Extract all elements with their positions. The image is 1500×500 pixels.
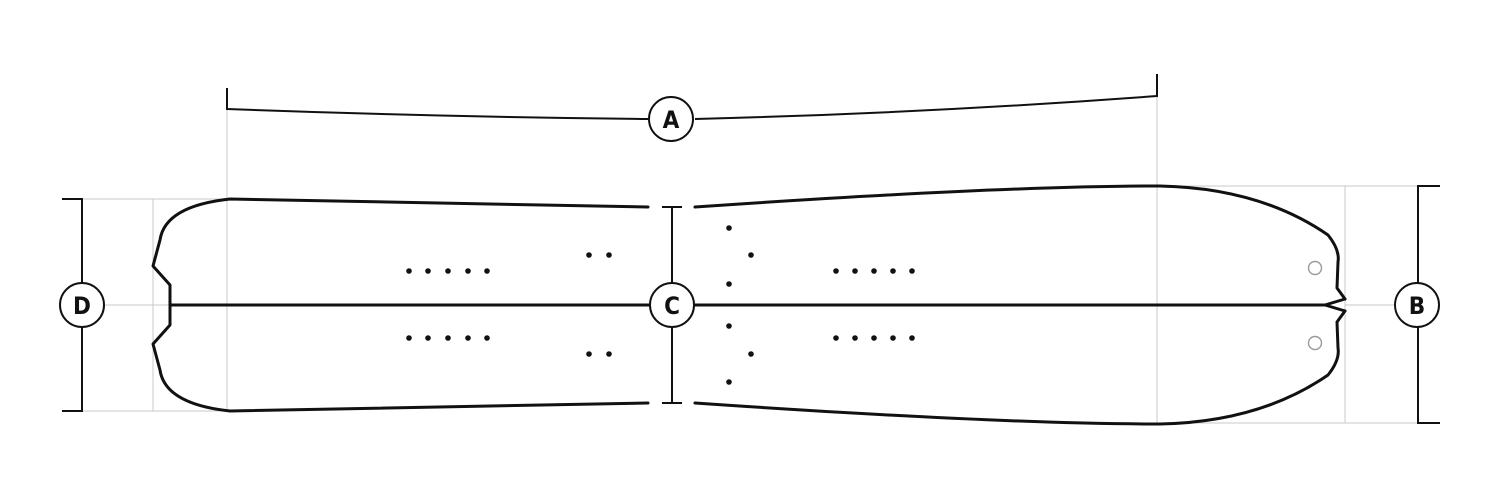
label-a-text: A: [663, 106, 680, 134]
dimension-a-bracket: [226, 74, 1158, 120]
board-top-half-outline: [151, 184, 1347, 307]
insert-hole: [909, 335, 915, 341]
insert-hole: [586, 252, 592, 258]
insert-hole: [833, 335, 839, 341]
insert-hole: [748, 351, 754, 357]
insert-hole: [406, 268, 412, 274]
board-tail-notch: [1323, 297, 1347, 313]
insert-hole: [586, 351, 592, 357]
insert-hole: [726, 225, 732, 231]
insert-hole: [484, 268, 490, 274]
rear-insert-holes: [833, 268, 915, 341]
label-b-text: B: [1409, 292, 1425, 320]
skin-clip-hole: [1307, 260, 1323, 276]
insert-hole: [425, 268, 431, 274]
label-d-badge: D: [59, 282, 105, 328]
insert-hole: [852, 335, 858, 341]
guide-lines: [62, 90, 1440, 424]
insert-hole: [484, 335, 490, 341]
insert-hole: [890, 268, 896, 274]
label-c-badge: C: [649, 282, 695, 328]
insert-hole: [406, 335, 412, 341]
insert-hole: [833, 268, 839, 274]
board-bottom-half-outline: [151, 303, 1347, 426]
skin-clip-holes: [1307, 260, 1323, 351]
insert-hole: [726, 281, 732, 287]
insert-hole: [748, 252, 754, 258]
label-a-badge: A: [648, 96, 694, 142]
insert-hole: [909, 268, 915, 274]
insert-hole: [606, 252, 612, 258]
insert-hole: [890, 335, 896, 341]
insert-hole: [465, 335, 471, 341]
insert-hole: [425, 335, 431, 341]
insert-hole: [465, 268, 471, 274]
skin-clip-hole: [1307, 335, 1323, 351]
insert-hole: [606, 351, 612, 357]
touring-bracket-holes: [726, 225, 754, 385]
front-insert-holes-bottom: [406, 335, 612, 357]
front-insert-holes-top: [406, 252, 612, 274]
label-d-text: D: [73, 292, 91, 320]
insert-hole: [445, 335, 451, 341]
insert-hole: [852, 268, 858, 274]
insert-hole: [726, 323, 732, 329]
insert-hole: [445, 268, 451, 274]
insert-hole: [871, 268, 877, 274]
insert-hole: [871, 335, 877, 341]
insert-hole: [726, 379, 732, 385]
label-b-badge: B: [1394, 282, 1440, 328]
label-c-text: C: [664, 292, 680, 320]
